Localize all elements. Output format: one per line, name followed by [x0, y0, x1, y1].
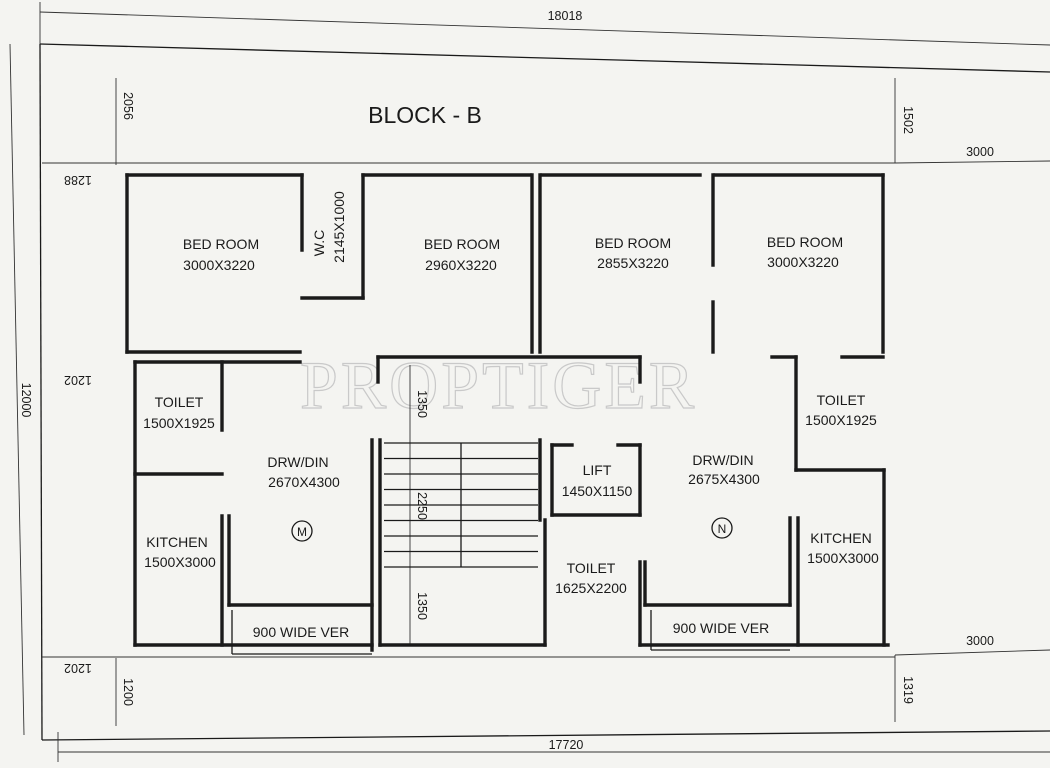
- watermark: PROPTIGER: [300, 347, 697, 423]
- wc-size: 2145X1000: [331, 191, 347, 263]
- toilet-center-size: 1625X2200: [555, 580, 627, 596]
- unit-marker-n-label: N: [718, 522, 727, 536]
- dim-right-lower-setback: 3000: [966, 634, 994, 648]
- room-labels: BED ROOM 3000X3220 W.C 2145X1000 BED ROO…: [143, 191, 879, 640]
- bedroom-3-name: BED ROOM: [595, 235, 671, 251]
- walls: [125, 173, 890, 652]
- toilet-right-size: 1500X1925: [805, 412, 877, 428]
- unit-marker-m: M: [291, 520, 313, 542]
- dim-right-top-margin: 1502: [901, 106, 915, 134]
- drw-din-m-size: 2670X4300: [268, 474, 340, 490]
- toilet-left-name: TOILET: [155, 394, 204, 410]
- verandah-left-name: 900 WIDE VER: [253, 624, 349, 640]
- bedroom-3-size: 2855X3220: [597, 255, 669, 271]
- lift-size: 1450X1150: [562, 483, 633, 499]
- kitchen-left-name: KITCHEN: [146, 534, 207, 550]
- dim-left-overall: 12000: [19, 383, 33, 418]
- dim-left-upper-offset: 1288: [64, 173, 92, 187]
- dim-stair-lower: 1350: [415, 592, 429, 620]
- kitchen-left-size: 1500X3000: [144, 554, 216, 570]
- wc-name: W.C: [311, 230, 327, 256]
- lift-name: LIFT: [583, 462, 612, 478]
- unit-marker-m-label: M: [297, 525, 307, 539]
- bedroom-2-size: 2960X3220: [425, 257, 497, 273]
- verandah-right-name: 900 WIDE VER: [673, 620, 769, 636]
- dim-stair-upper: 1350: [415, 390, 429, 418]
- unit-marker-n: N: [711, 517, 733, 539]
- dim-top-overall: 18018: [548, 9, 583, 23]
- dim-right-bottom-margin: 1319: [901, 676, 915, 704]
- kitchen-right-name: KITCHEN: [810, 530, 871, 546]
- bedroom-4-size: 3000X3220: [767, 254, 839, 270]
- kitchen-right-size: 1500X3000: [807, 550, 879, 566]
- dim-left-mid-offset: 1202: [64, 373, 92, 387]
- dim-bottom-overall: 17720: [549, 738, 584, 752]
- drw-din-n-size: 2675X4300: [688, 471, 760, 487]
- dim-stair-mid: 2250: [415, 492, 429, 520]
- bedroom-1-size: 3000X3220: [183, 257, 255, 273]
- toilet-center-name: TOILET: [567, 560, 616, 576]
- dim-left-top-margin: 2056: [121, 92, 135, 120]
- toilet-right-name: TOILET: [817, 392, 866, 408]
- dimension-lines: [9, 2, 1050, 762]
- drw-din-m-name: DRW/DIN: [267, 454, 328, 470]
- dim-left-lower-offset: 1202: [64, 661, 92, 675]
- drw-din-n-name: DRW/DIN: [692, 452, 753, 468]
- site-boundary: [39, 43, 1050, 741]
- dim-left-bottom-margin: 1200: [121, 678, 135, 706]
- bedroom-4-name: BED ROOM: [767, 234, 843, 250]
- block-title: BLOCK - B: [368, 102, 482, 128]
- toilet-left-size: 1500X1925: [143, 415, 215, 431]
- verandah-edges: [231, 610, 790, 655]
- staircase: [384, 442, 538, 568]
- dim-right-upper-setback: 3000: [966, 145, 994, 159]
- bedroom-1-name: BED ROOM: [183, 236, 259, 252]
- bedroom-2-name: BED ROOM: [424, 236, 500, 252]
